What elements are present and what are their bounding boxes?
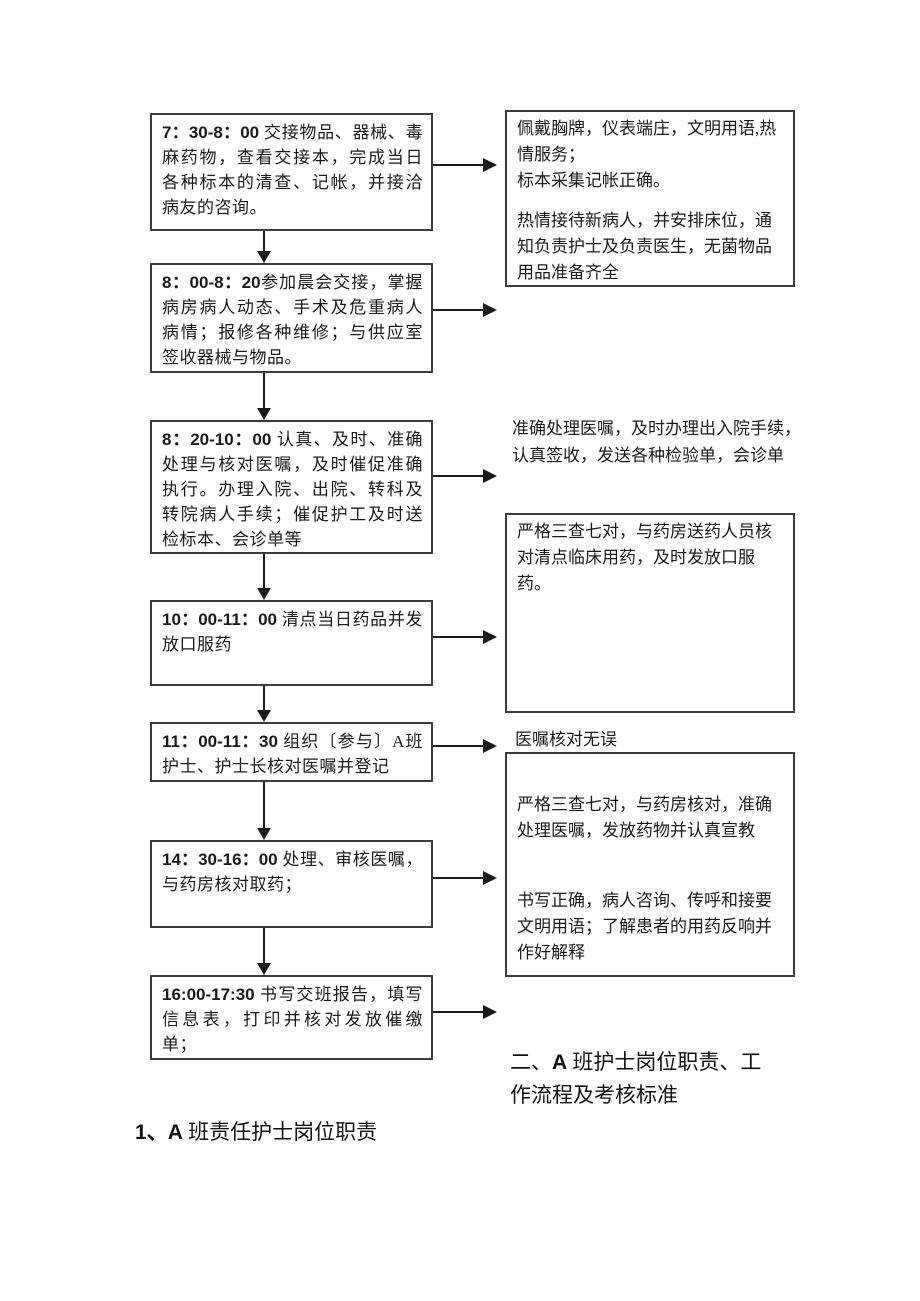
task-time-3: 8：20-10：00 <box>162 430 277 449</box>
arrow-right-6 <box>433 871 497 885</box>
task-box-4: 10：00-11：00 清点当日药品并发放口服药 <box>150 600 433 686</box>
task-box-7: 16:00-17:30 书写交班报告，填写信息表，打印并核对发放催缴单； <box>150 975 433 1060</box>
standard-5-line-2: 书写正确，病人咨询、传呼和接要文明用语；了解患者的用药反响并作好解释 <box>517 891 772 962</box>
task-text-4: 清点当日药品并发放口服药 <box>162 610 424 654</box>
arrow-down-5 <box>257 782 271 840</box>
arrow-right-3 <box>433 469 497 483</box>
task-text-3: 认真、及时、准确处理与核对医嘱，及时催促准确执行。办理入院、出院、转科及转院病人… <box>162 430 424 549</box>
task-box-5: 11：00-11：30 组织〔参与〕A班护士、护士长核对医嘱并登记 <box>150 722 433 782</box>
task-text-5: 组织〔参与〕A班护士、护士长核对医嘱并登记 <box>162 732 423 776</box>
standard-note-4: 医嘱核对无误 <box>515 730 617 749</box>
standard-box-3: 严格三查七对，与药房送药人员核对清点临床用药，及时发放口服药。 <box>505 513 795 713</box>
arrow-down-4 <box>257 686 271 722</box>
task-time-2: 8：00-8：20 <box>162 273 261 292</box>
arrow-right-2 <box>433 303 497 317</box>
standard-box-5: 严格三查七对，与药房核对，准确处理医嘱，发放药物并认真宣教 书写正确，病人咨询、… <box>505 752 795 977</box>
standard-5-line-1: 严格三查七对，与药房核对，准确处理医嘱，发放药物并认真宣教 <box>517 795 772 840</box>
standard-note-2: 准确处理医嘱，及时办理出入院手续，认真签收，发送各种检验单，会诊单 <box>512 419 801 465</box>
task-time-6: 14：30-16：00 <box>162 850 283 869</box>
standard-3-text: 严格三查七对，与药房送药人员核对清点临床用药，及时发放口服药。 <box>517 522 772 593</box>
standard-1-line-3: 热情接待新病人，并安排床位，通知负责护士及负责医生，无菌物品用品准备齐全 <box>517 211 772 282</box>
section-heading-1: 1、A 班责任护士岗位职责 <box>135 1116 455 1149</box>
standard-1-line-1: 佩戴胸牌，仪表端庄，文明用语,热情服务； <box>517 119 777 164</box>
section-2-letter: A <box>552 1051 568 1074</box>
section-2-rest: 班护士岗位职责、工作流程及考核标准 <box>510 1050 762 1107</box>
arrow-down-2 <box>257 373 271 420</box>
standard-1-line-2: 标本采集记帐正确。 <box>517 171 670 190</box>
task-box-2: 8：00-8：20参加晨会交接，掌握病房病人动态、手术及危重病人病情；报修各种维… <box>150 263 433 373</box>
section-2-prefix: 二、 <box>510 1050 552 1074</box>
task-time-4: 10：00-11：00 <box>162 610 282 629</box>
task-box-3: 8：20-10：00 认真、及时、准确处理与核对医嘱，及时催促准确执行。办理入院… <box>150 420 433 554</box>
task-time-5: 11：00-11：30 <box>162 732 284 751</box>
task-text-1: 交接物品、器械、毒麻药物，查看交接本，完成当日各种标本的清查、记帐，并接洽病友的… <box>162 123 423 217</box>
arrow-down-6 <box>257 928 271 975</box>
task-time-1: 7：30-8：00 <box>162 123 265 142</box>
task-text-7: 书写交班报告，填写信息表，打印并核对发放催缴单； <box>162 985 424 1054</box>
task-time-7: 16:00-17:30 <box>162 985 261 1004</box>
task-text-2: 参加晨会交接，掌握病房病人动态、手术及危重病人病情；报修各种维修；与供应室签收器… <box>162 273 423 367</box>
arrow-right-1 <box>433 158 497 172</box>
section-1-letter: A <box>167 1121 183 1144</box>
arrow-right-4 <box>433 630 497 644</box>
task-box-6: 14：30-16：00 处理、审核医嘱，与药房核对取药； <box>150 840 433 928</box>
arrow-right-7 <box>433 1005 497 1019</box>
arrow-right-5 <box>433 739 497 753</box>
section-1-number: 1、 <box>135 1121 168 1144</box>
task-box-1: 7：30-8：00 交接物品、器械、毒麻药物，查看交接本，完成当日各种标本的清查… <box>150 113 433 231</box>
arrow-down-1 <box>257 231 271 263</box>
arrow-down-3 <box>257 554 271 600</box>
task-text-6: 处理、审核医嘱，与药房核对取药； <box>162 850 424 894</box>
standard-box-1: 佩戴胸牌，仪表端庄，文明用语,热情服务； 标本采集记帐正确。 热情接待新病人，并… <box>505 110 795 287</box>
section-1-rest: 班责任护士岗位职责 <box>182 1120 378 1144</box>
section-heading-2: 二、A 班护士岗位职责、工作流程及考核标准 <box>510 1046 782 1111</box>
